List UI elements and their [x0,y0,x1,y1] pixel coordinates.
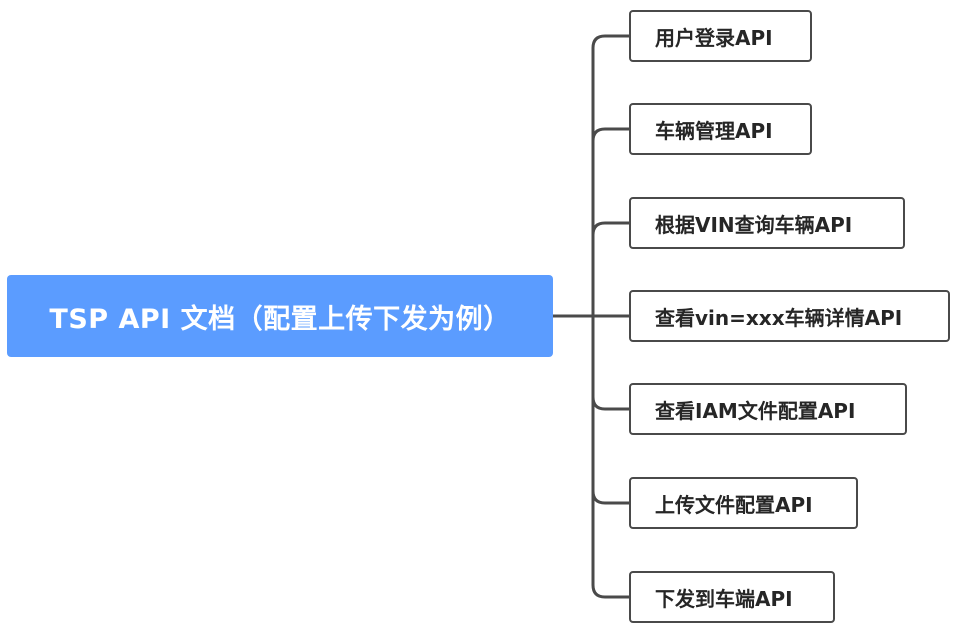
subtopic-label: 车辆管理API [655,118,773,143]
subtopic-label: 上传文件配置API [655,492,813,517]
subtopic-label: 下发到车端API [655,586,793,611]
subtopic-iam-file-config-api[interactable]: 查看IAM文件配置API [629,383,907,435]
subtopic-label: 查看IAM文件配置API [655,398,856,423]
subtopic-label: 用户登录API [655,25,773,50]
root-topic[interactable]: TSP API 文档（配置上传下发为例） [7,275,553,357]
connector-branch-0 [591,34,631,318]
connector-branch-6 [591,314,631,599]
connector-branch-4 [591,314,631,411]
connector-branch-1 [591,127,631,318]
subtopic-label: 根据VIN查询车辆API [655,212,853,237]
subtopic-vehicle-management-api[interactable]: 车辆管理API [629,103,812,155]
subtopic-upload-file-config-api[interactable]: 上传文件配置API [629,477,858,529]
subtopic-dispatch-to-vehicle-api[interactable]: 下发到车端API [629,571,835,623]
root-topic-label: TSP API 文档（配置上传下发为例） [49,303,511,335]
connector-branch-2 [591,221,631,318]
subtopic-query-vehicle-by-vin-api[interactable]: 根据VIN查询车辆API [629,197,905,249]
subtopic-user-login-api[interactable]: 用户登录API [629,10,812,62]
subtopic-vehicle-detail-api[interactable]: 查看vin=xxx车辆详情API [629,290,950,342]
subtopic-label: 查看vin=xxx车辆详情API [655,305,903,330]
